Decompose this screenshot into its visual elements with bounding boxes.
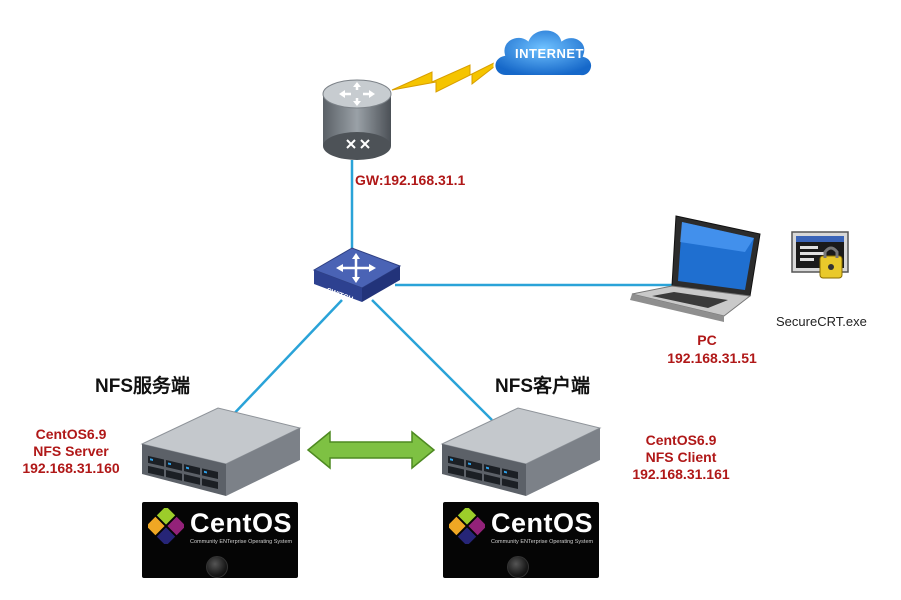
securecrt-shortcut[interactable] (790, 230, 852, 288)
server-heading: NFS服务端 (95, 376, 191, 397)
nfs-server-hardware (140, 404, 305, 499)
server-os: CentOS6.9 (35, 426, 107, 442)
laptop-icon (630, 215, 761, 322)
pc-name: PC (697, 332, 717, 348)
internet-cloud: INTERNET (488, 22, 598, 88)
centos-title: CentOS 6 (190, 508, 316, 538)
router (321, 78, 393, 162)
centos-logo-server: CentOS 6 Community ENTerprise Operating … (142, 502, 315, 578)
pc-laptop (628, 212, 768, 324)
rack-server-icon (440, 407, 602, 496)
power-button-icon (507, 556, 529, 578)
centos-emblem-icon (148, 508, 184, 544)
centos-title: CentOS 6 (491, 508, 617, 538)
power-button-icon (206, 556, 228, 578)
client-role: NFS Client (645, 449, 717, 465)
gateway-label: GW:192.168.31.1 (355, 172, 466, 188)
rack-server-icon (140, 407, 302, 496)
server-ip: 192.168.31.160 (22, 460, 120, 476)
nfs-client-hardware (440, 404, 605, 499)
sync-double-arrow-icon (306, 430, 436, 470)
server-role: NFS Server (33, 443, 109, 459)
client-ip: 192.168.31.161 (632, 466, 730, 482)
centos-subtitle: Community ENTerprise Operating System (491, 539, 594, 545)
centos-logo-client: CentOS 6 Community ENTerprise Operating … (443, 502, 616, 578)
router-icon (322, 79, 392, 160)
centos-emblem-icon (449, 508, 485, 544)
client-os: CentOS6.9 (645, 432, 717, 448)
internet-label: INTERNET (515, 46, 584, 61)
switch-icon: SWITCH (312, 247, 402, 303)
client-heading: NFS客户端 (495, 376, 591, 397)
centos-subtitle: Community ENTerprise Operating System (190, 539, 293, 545)
switch: SWITCH (312, 240, 402, 306)
link-switch-server (227, 299, 343, 421)
cloud-icon (493, 28, 594, 78)
securecrt-label: SecureCRT.exe (776, 314, 867, 329)
securecrt-icon (791, 231, 849, 279)
link-switch-client (371, 299, 493, 421)
pc-ip: 192.168.31.51 (667, 350, 757, 366)
